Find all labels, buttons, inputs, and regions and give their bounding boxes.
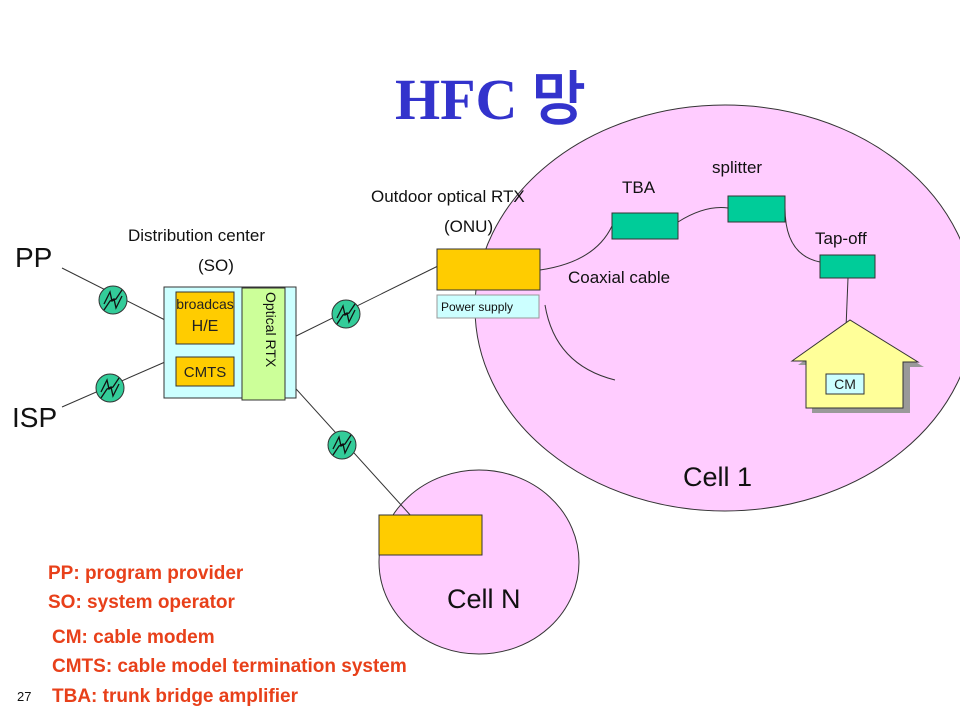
broadcast-label: broadcas bbox=[176, 296, 234, 312]
page-number: 27 bbox=[17, 689, 32, 704]
onu-label: (ONU) bbox=[444, 217, 494, 236]
he-label: H/E bbox=[191, 318, 219, 335]
cmts-box bbox=[175, 356, 235, 387]
tap-off-box bbox=[819, 254, 876, 279]
router-pp-icon bbox=[98, 285, 128, 315]
power-supply-label: Power supply bbox=[441, 300, 514, 314]
broadcast-he-box bbox=[175, 291, 235, 345]
page-title: HFC 망 bbox=[395, 67, 586, 132]
celln-onu-box bbox=[378, 514, 483, 556]
optical-rtx-label: Optical RTX bbox=[263, 292, 279, 368]
isp-label: ISP bbox=[12, 402, 58, 433]
so-label: (SO) bbox=[198, 256, 234, 275]
coaxial-cable-label: Coaxial cable bbox=[568, 268, 671, 287]
tba-label: TBA bbox=[622, 178, 656, 197]
cm-box bbox=[825, 373, 865, 395]
cell-1-label: Cell 1 bbox=[683, 462, 753, 492]
power-supply-box bbox=[436, 294, 540, 319]
legend-pp: PP: program provider bbox=[48, 563, 244, 584]
cell-n-region bbox=[378, 469, 580, 655]
cm-label: CM bbox=[834, 376, 856, 392]
distribution-center-label: Distribution center bbox=[128, 226, 266, 245]
pp-label: PP bbox=[15, 242, 53, 273]
router-cell1-icon bbox=[331, 299, 361, 329]
legend-cmts: CMTS: cable model termination system bbox=[52, 656, 407, 677]
optical-rtx-box bbox=[241, 287, 286, 401]
tap-off-label: Tap-off bbox=[815, 229, 867, 248]
router-celln-icon bbox=[327, 430, 357, 460]
cell-n-label: Cell N bbox=[447, 584, 521, 614]
onu-box bbox=[436, 248, 541, 291]
cmts-label: CMTS bbox=[183, 364, 227, 381]
splitter-label: splitter bbox=[712, 158, 763, 177]
legend-cm: CM: cable modem bbox=[52, 627, 215, 648]
router-isp-icon bbox=[95, 373, 125, 403]
tba-box bbox=[611, 212, 679, 240]
legend-tba: TBA: trunk bridge amplifier bbox=[52, 686, 298, 707]
legend-so: SO: system operator bbox=[48, 592, 235, 613]
outdoor-optical-rtx-label: Outdoor optical RTX bbox=[371, 187, 525, 206]
splitter-box bbox=[727, 195, 786, 223]
